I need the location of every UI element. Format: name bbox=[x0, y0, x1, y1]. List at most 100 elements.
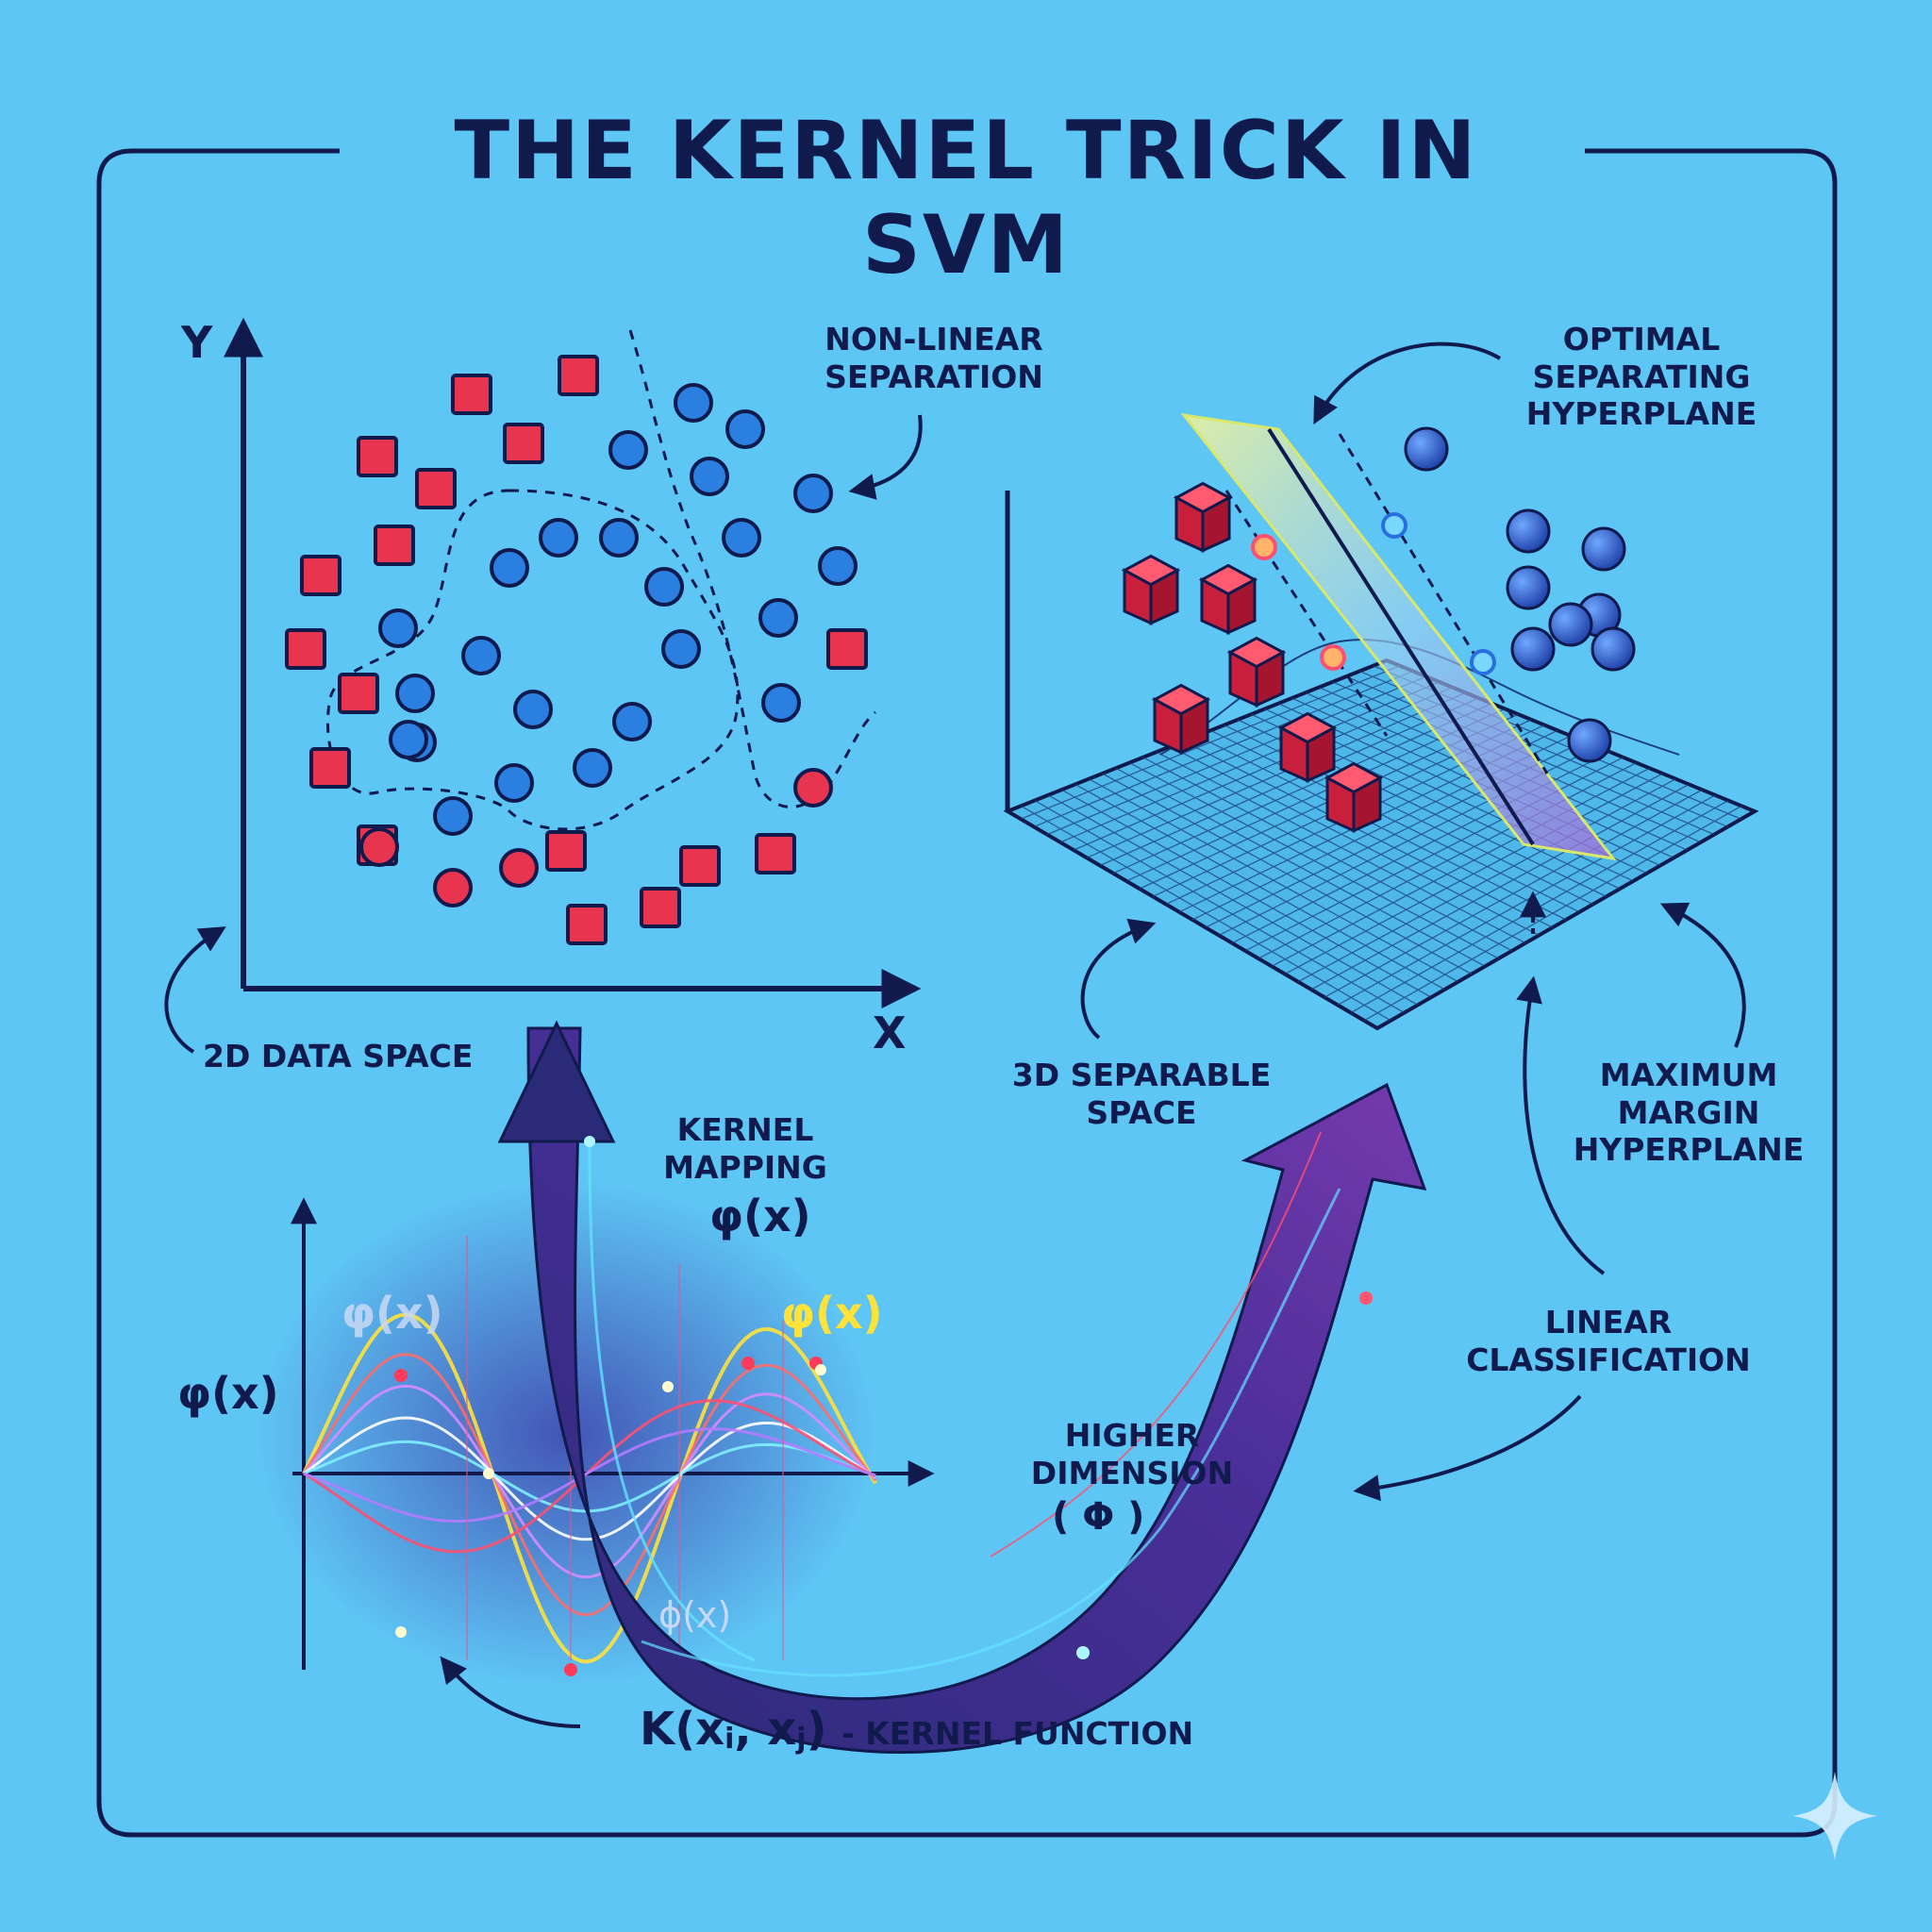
mesh-line bbox=[1363, 805, 1742, 1022]
axis-x-label: X bbox=[873, 1008, 907, 1058]
cube-right bbox=[1306, 725, 1336, 783]
class-b-circle bbox=[612, 702, 652, 741]
mesh-line bbox=[1324, 789, 1703, 998]
class-a-cube bbox=[1324, 761, 1384, 833]
kernel-wave bbox=[303, 1416, 876, 1541]
class-a-circle bbox=[499, 848, 539, 888]
class-a-square bbox=[300, 555, 341, 596]
kernel-wave bbox=[302, 1353, 877, 1617]
support-vector bbox=[1381, 512, 1407, 539]
label-max-margin: MAXIMUM MARGIN HYPERPLANE bbox=[1573, 1057, 1805, 1169]
class-a-cube bbox=[1173, 481, 1233, 553]
plot-2d-axes bbox=[224, 317, 922, 1008]
label-higher-dimension: HIGHER DIMENSION bbox=[1030, 1417, 1234, 1491]
class-b-sphere bbox=[1591, 626, 1636, 672]
cube-right bbox=[1255, 650, 1285, 708]
class-b-circle bbox=[490, 548, 529, 588]
wave-label-phi-axis: φ(x) bbox=[177, 1368, 279, 1419]
label-higher-dimension-symbol: ( Φ ) bbox=[1052, 1495, 1145, 1539]
cube-right bbox=[1179, 697, 1209, 755]
frame-border bbox=[96, 148, 1838, 1838]
class-b-circle bbox=[761, 683, 801, 723]
mesh-line bbox=[1210, 729, 1580, 913]
wave-node bbox=[395, 1626, 407, 1638]
class-a-square bbox=[640, 887, 681, 928]
cube-right bbox=[1352, 775, 1382, 833]
class-a-square bbox=[451, 374, 492, 415]
class-b-sphere bbox=[1506, 565, 1551, 610]
plot-3d bbox=[1003, 412, 1759, 1031]
class-a-cube bbox=[1121, 554, 1181, 625]
margin-left bbox=[1224, 490, 1389, 737]
class-b-circle bbox=[389, 720, 428, 759]
mesh-line bbox=[1310, 783, 1690, 991]
kernel-function-mid: , x bbox=[734, 1703, 797, 1756]
class-b-circle bbox=[494, 763, 534, 803]
kernel-wave bbox=[302, 1312, 877, 1664]
kernel-function-i: i bbox=[724, 1723, 735, 1757]
sparkle-icon bbox=[1792, 1772, 1877, 1860]
class-a-square bbox=[545, 830, 587, 872]
class-b-sphere bbox=[1581, 526, 1626, 572]
class-a-square bbox=[357, 436, 398, 477]
kernel-waves bbox=[302, 1312, 877, 1676]
class-a-square bbox=[338, 673, 379, 714]
class-b-circle bbox=[513, 690, 553, 729]
arrow-head-up-large bbox=[497, 1020, 616, 1143]
class-a-square bbox=[566, 904, 608, 945]
class-b-circle bbox=[725, 409, 765, 449]
mesh-line bbox=[1297, 778, 1676, 983]
class-b-sphere bbox=[1548, 602, 1593, 647]
class-a-circle bbox=[359, 827, 399, 867]
wave-label-phi-bottom: ϕ(x) bbox=[658, 1594, 732, 1636]
wave-node bbox=[483, 1468, 494, 1479]
class-b-sphere bbox=[1510, 626, 1556, 672]
kernel-wave bbox=[303, 1427, 876, 1524]
class-a-cube bbox=[1277, 711, 1338, 783]
class-a-circle bbox=[433, 868, 473, 908]
class-b-circle bbox=[433, 796, 473, 836]
class-a-square bbox=[826, 628, 868, 670]
class-b-circle bbox=[395, 674, 435, 713]
hyperplane bbox=[1180, 412, 1617, 861]
margin-right bbox=[1338, 433, 1549, 774]
label-linear-classification: LINEAR CLASSIFICATION bbox=[1466, 1304, 1751, 1378]
class-b-circle bbox=[661, 629, 701, 669]
support-vector bbox=[1251, 534, 1277, 560]
cube-right bbox=[1226, 577, 1257, 635]
class-b-circle bbox=[793, 474, 833, 513]
class-b-circle bbox=[573, 748, 612, 788]
label-non-linear: NON-LINEAR SEPARATION bbox=[824, 321, 1043, 395]
class-b-sphere bbox=[1567, 718, 1612, 763]
plot-2d-points bbox=[285, 355, 868, 945]
kernel-function-suffix: ) bbox=[806, 1703, 827, 1756]
class-b-sphere bbox=[1506, 508, 1551, 554]
class-a-square bbox=[503, 423, 544, 464]
class-b-sphere bbox=[1404, 426, 1449, 472]
class-b-circle bbox=[539, 518, 578, 558]
class-a-square bbox=[415, 468, 457, 509]
wave-node bbox=[394, 1369, 408, 1382]
wave-label-phi-yellow: φ(x) bbox=[781, 1288, 883, 1339]
class-a-circle bbox=[793, 768, 833, 808]
label-2d-data-space: 2D DATA SPACE bbox=[203, 1038, 474, 1074]
nonlinear-boundary bbox=[325, 329, 876, 831]
class-b-circle bbox=[722, 518, 761, 558]
class-b-circle bbox=[644, 567, 684, 607]
class-b-circle bbox=[758, 598, 798, 638]
label-kernel-mapping: KERNEL MAPPING bbox=[663, 1111, 827, 1186]
label-kernel-mapping-phi: φ(x) bbox=[709, 1191, 811, 1241]
class-b-circle bbox=[818, 546, 858, 586]
class-b-circle bbox=[690, 457, 729, 496]
annotation-arrows bbox=[164, 341, 1746, 1728]
kernel-function-name: - KERNEL FUNCTION bbox=[841, 1715, 1194, 1752]
class-a-square bbox=[309, 747, 351, 789]
cube-right bbox=[1201, 495, 1231, 553]
page-title: THE KERNEL TRICK IN SVM bbox=[353, 104, 1579, 292]
kernel-function-label: K(xi, xj) - KERNEL FUNCTION bbox=[640, 1703, 1193, 1756]
kernel-function-j: j bbox=[796, 1723, 807, 1757]
class-a-cube bbox=[1151, 683, 1211, 755]
kernel-function-prefix: K(x bbox=[640, 1703, 725, 1756]
wave-label-phi-faint: φ(x) bbox=[341, 1288, 443, 1339]
